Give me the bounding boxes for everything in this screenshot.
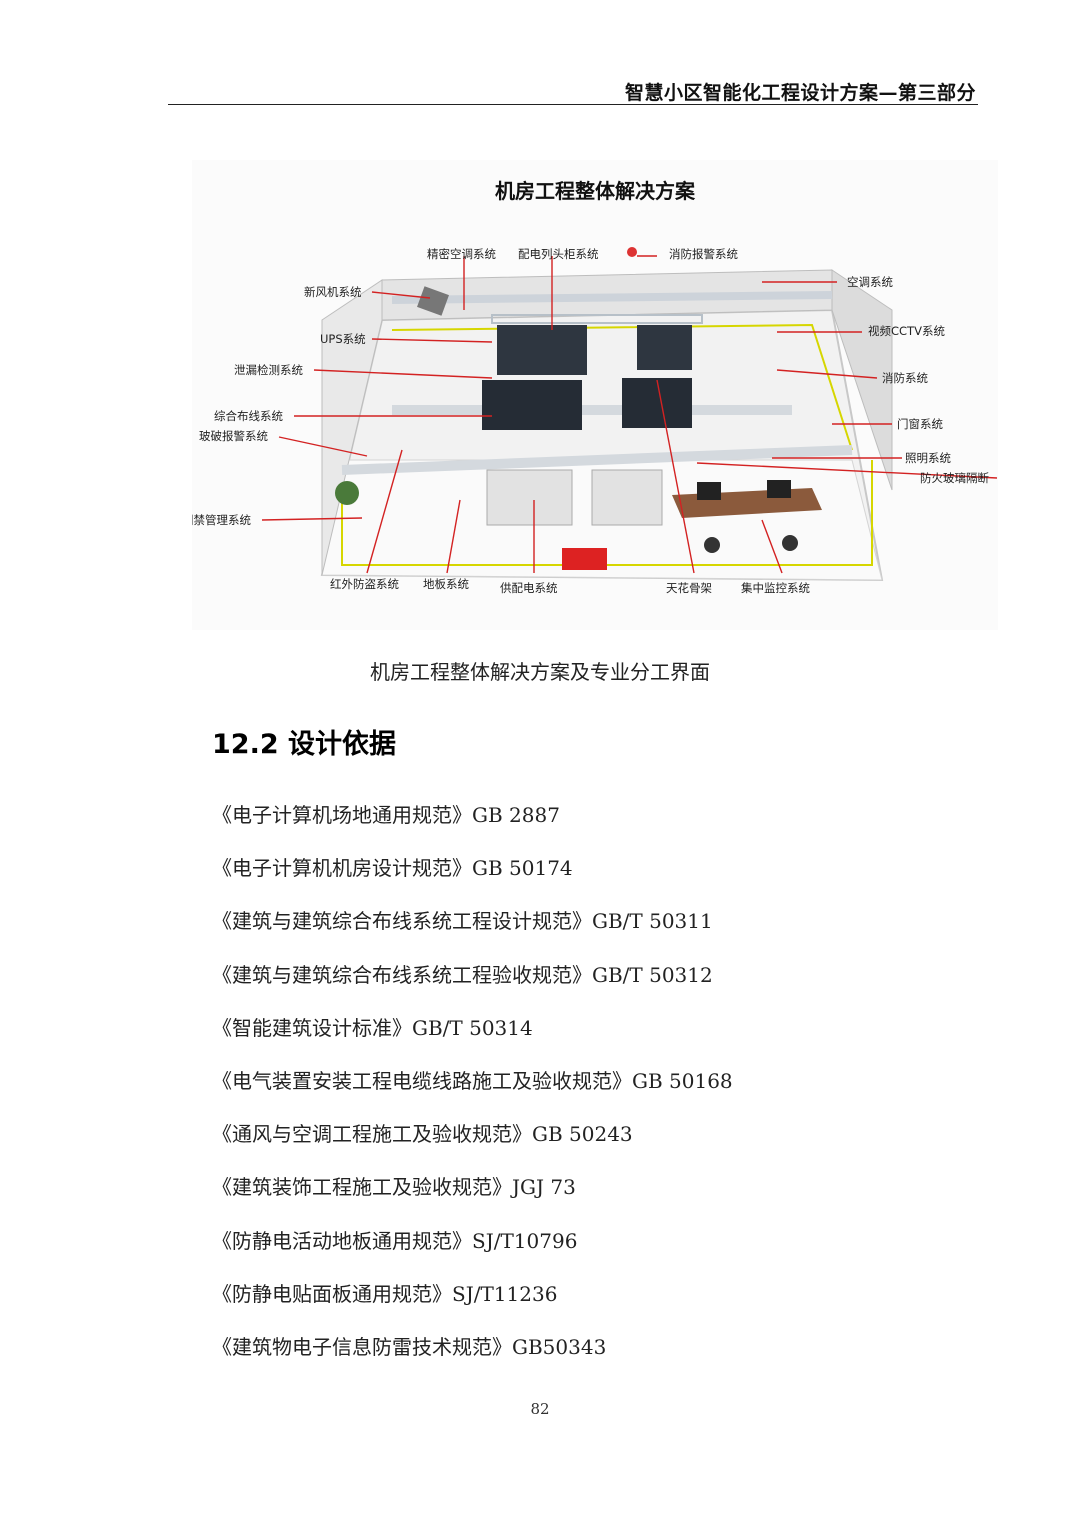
label-door-window: 门窗系统 (897, 417, 943, 431)
data-center-diagram: 机房工程整体解决方案 精密空调系统 配电列头柜系统 消防报警系 (192, 160, 998, 630)
label-power-supply: 供配电系统 (500, 581, 558, 595)
reference-item: 《通风与空调工程施工及验收规范》GB 50243 (212, 1122, 633, 1147)
reference-item: 《建筑物电子信息防雷技术规范》GB50343 (212, 1334, 607, 1359)
label-lighting: 照明系统 (905, 451, 951, 465)
label-precision-ac: 精密空调系统 (427, 247, 496, 261)
reference-item: 《智能建筑设计标准》GB/T 50314 (212, 1015, 533, 1040)
label-floor: 地板系统 (423, 577, 469, 591)
label-fire-alarm: 消防报警系统 (669, 247, 738, 261)
label-fresh-air: 新风机系统 (304, 285, 362, 299)
page-number: 82 (530, 1400, 550, 1418)
reference-item: 《建筑与建筑综合布线系统工程设计规范》GB/T 50311 (212, 909, 713, 934)
reference-list: 《电子计算机场地通用规范》GB 2887 《电子计算机机房设计规范》GB 501… (212, 800, 972, 1385)
page-header: 智慧小区智能化工程设计方案—第三部分 (168, 76, 978, 105)
label-cabling: 综合布线系统 (214, 409, 283, 423)
reference-item: 《电气装置安装工程电缆线路施工及验收规范》GB 50168 (212, 1068, 733, 1093)
label-ceiling: 天花骨架 (666, 581, 712, 595)
label-leak-detection: 泄漏检测系统 (234, 363, 303, 377)
label-infrared: 红外防盗系统 (330, 577, 399, 591)
reference-item: 《建筑装饰工程施工及验收规范》JGJ 73 (212, 1175, 576, 1200)
label-fire-glass: 防火玻璃隔断 (920, 471, 989, 485)
label-access-control: 门禁管理系统 (192, 513, 251, 527)
reference-item: 《防静电活动地板通用规范》SJ/T10796 (212, 1228, 578, 1253)
reference-item: 《电子计算机场地通用规范》GB 2887 (212, 803, 560, 827)
figure-caption: 机房工程整体解决方案及专业分工界面 (370, 660, 710, 684)
label-central-monitor: 集中监控系统 (741, 581, 810, 595)
diagram-title: 机房工程整体解决方案 (495, 179, 696, 203)
label-glass-break: 玻破报警系统 (199, 429, 268, 443)
reference-item: 《建筑与建筑综合布线系统工程验收规范》GB/T 50312 (212, 962, 713, 987)
label-air-conditioning: 空调系统 (847, 275, 893, 289)
header-title: 智慧小区智能化工程设计方案—第三部分 (624, 82, 976, 104)
label-fire-fighting: 消防系统 (882, 371, 928, 385)
label-cctv: 视频CCTV系统 (868, 324, 945, 338)
label-power-cabinet: 配电列头柜系统 (518, 247, 599, 261)
section-heading: 12.2 设计依据 (212, 729, 397, 760)
label-ups: UPS系统 (320, 332, 366, 346)
reference-item: 《防静电贴面板通用规范》SJ/T11236 (212, 1281, 558, 1306)
reference-item: 《电子计算机机房设计规范》GB 50174 (212, 856, 573, 881)
